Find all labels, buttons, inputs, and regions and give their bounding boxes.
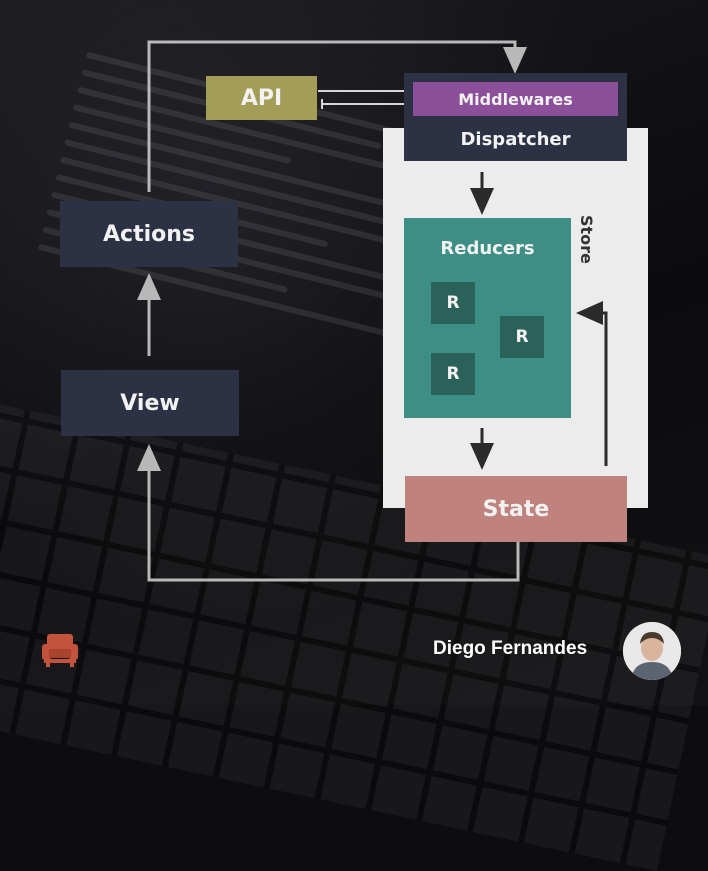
armchair-icon bbox=[41, 632, 79, 673]
arrow-actions-to-dispatcher bbox=[147, 40, 527, 192]
connector-arrows bbox=[137, 40, 608, 582]
reducer-item: R bbox=[431, 353, 475, 395]
actions-box: Actions bbox=[60, 201, 238, 267]
user-avatar bbox=[623, 622, 681, 680]
reducers-box: Reducers bbox=[404, 218, 571, 418]
view-label: View bbox=[120, 390, 180, 416]
arrow-state-to-view bbox=[137, 444, 520, 582]
reducers-label: Reducers bbox=[440, 238, 535, 259]
middlewares-label: Middlewares bbox=[458, 89, 573, 109]
state-label: State bbox=[482, 496, 550, 522]
middlewares-box: Middlewares bbox=[413, 82, 618, 116]
reducer-item-label: R bbox=[446, 293, 460, 313]
actions-label: Actions bbox=[103, 221, 195, 247]
api-label: API bbox=[240, 85, 283, 111]
dispatcher-label: Dispatcher bbox=[460, 129, 571, 150]
arrow-state-to-reducers bbox=[576, 301, 608, 466]
state-box: State bbox=[405, 476, 627, 542]
api-box: API bbox=[206, 76, 317, 120]
author-name: Diego Fernandes bbox=[433, 638, 588, 659]
view-box: View bbox=[61, 370, 239, 436]
reducer-item-label: R bbox=[446, 364, 460, 384]
reducer-item: R bbox=[500, 316, 544, 358]
reducer-item-label: R bbox=[515, 327, 529, 347]
reducer-item: R bbox=[431, 282, 475, 324]
